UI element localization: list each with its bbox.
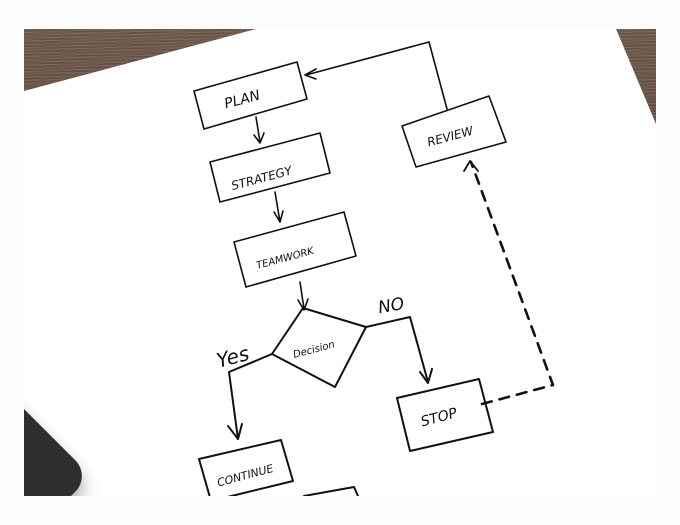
no-label: NO [377,294,406,318]
strategy-box [209,132,331,203]
continue-box [198,439,294,496]
review-box [401,95,507,168]
plan-box [193,61,308,130]
yes-label: Yes [214,341,252,373]
stop-box [396,378,494,452]
photo-frame: PLAN STRATEGY TEAMWORK Decision REVIEW S… [24,29,656,496]
teamwork-box [233,211,357,288]
paper-sheet [24,29,656,496]
flowchart: PLAN STRATEGY TEAMWORK Decision REVIEW S… [193,41,555,496]
